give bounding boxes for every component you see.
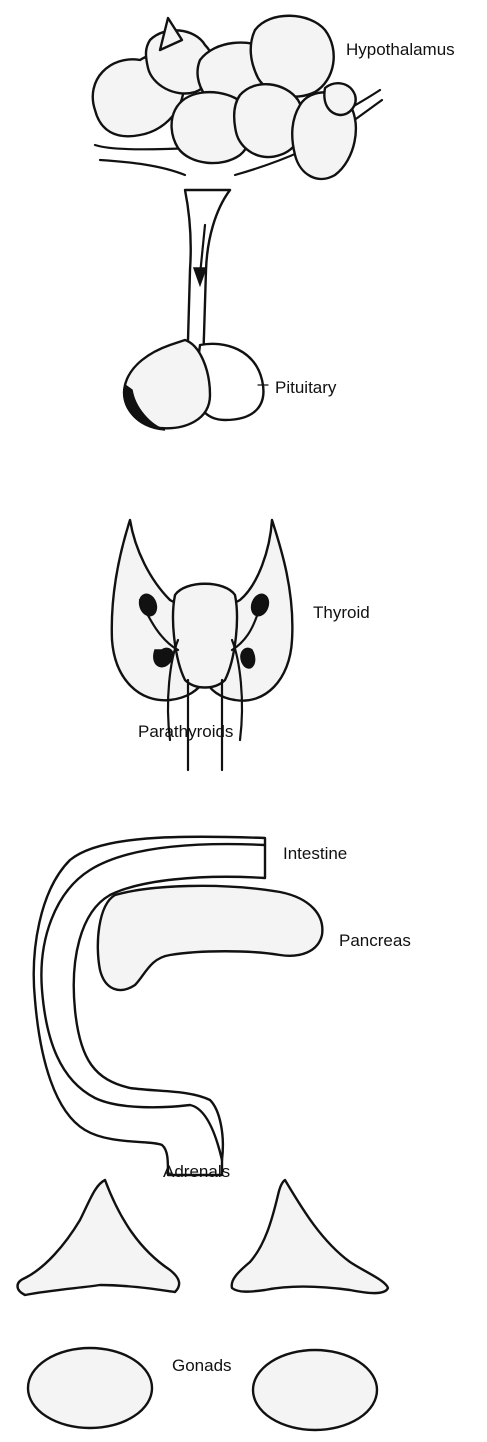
gonad-right [253,1350,377,1430]
pituitary-drawing [124,340,263,430]
pancreas-label: Pancreas [339,932,411,949]
hypothalamus-drawing [93,16,382,390]
thyroid-label: Thyroid [313,604,370,621]
adrenals-label: Adrenals [163,1163,230,1180]
hypothalamus-label: Hypothalamus [346,41,455,58]
pituitary-label: Pituitary [275,379,336,396]
adrenals-drawing [18,1180,389,1295]
gonad-left [28,1348,152,1428]
parathyroid-lower-right [241,648,255,668]
intestine-label: Intestine [283,845,347,862]
parathyroids-label: Parathyroids [138,723,233,740]
gonads-label: Gonads [172,1357,232,1374]
